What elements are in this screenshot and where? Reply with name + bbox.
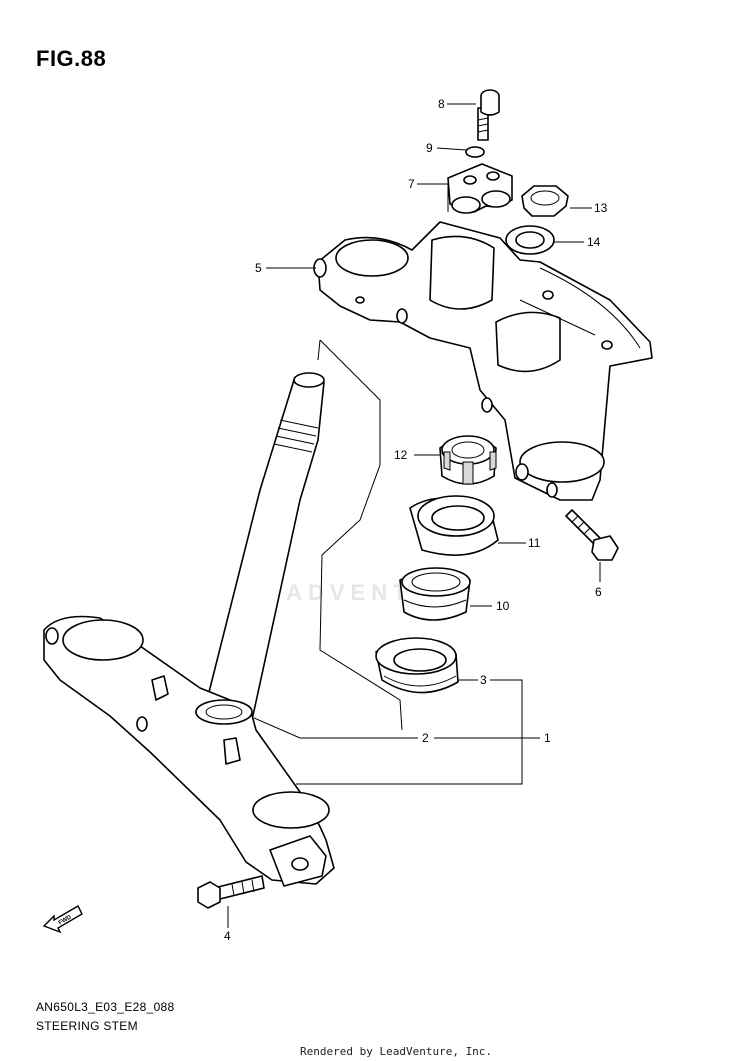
upper-bracket: [313, 221, 653, 501]
figure-code: AN650L3_E03_E28_088: [36, 1000, 175, 1014]
callout-6: 6: [595, 585, 602, 599]
figure-name: STEERING STEM: [36, 1019, 138, 1033]
nut-13: [521, 185, 569, 217]
callout-10: 10: [496, 599, 510, 613]
callout-2: 2: [422, 731, 429, 745]
callout-7: 7: [408, 177, 415, 191]
leader-lines: [227, 103, 601, 928]
steering-stem: [43, 372, 335, 887]
bolt-4: [197, 875, 265, 909]
grouping-lines: [317, 339, 403, 731]
callout-5: 5: [255, 261, 262, 275]
washer-9: [465, 146, 485, 158]
bolt-8: [477, 89, 500, 141]
handlebar-holder: [447, 163, 513, 214]
figure-title: FIG.88: [36, 46, 107, 71]
callout-9: 9: [426, 141, 433, 155]
bearing-3: [375, 637, 459, 694]
rendered-by: Rendered by LeadVenture, Inc.: [300, 1045, 493, 1058]
dust-seal-11: [409, 495, 499, 556]
callout-12: 12: [394, 448, 408, 462]
lock-nut-12: [439, 435, 497, 485]
bolt-6: [565, 509, 619, 561]
callout-13: 13: [594, 201, 608, 215]
callout-11: 11: [528, 536, 541, 550]
callout-8: 8: [438, 97, 445, 111]
callout-4: 4: [224, 929, 231, 943]
washer-14: [505, 225, 555, 255]
bearing-10: [399, 567, 471, 621]
fwd-arrow-icon: FWD: [42, 905, 83, 934]
callout-1: 1: [544, 731, 551, 745]
callout-3: 3: [480, 673, 487, 687]
callout-14: 14: [587, 235, 601, 249]
